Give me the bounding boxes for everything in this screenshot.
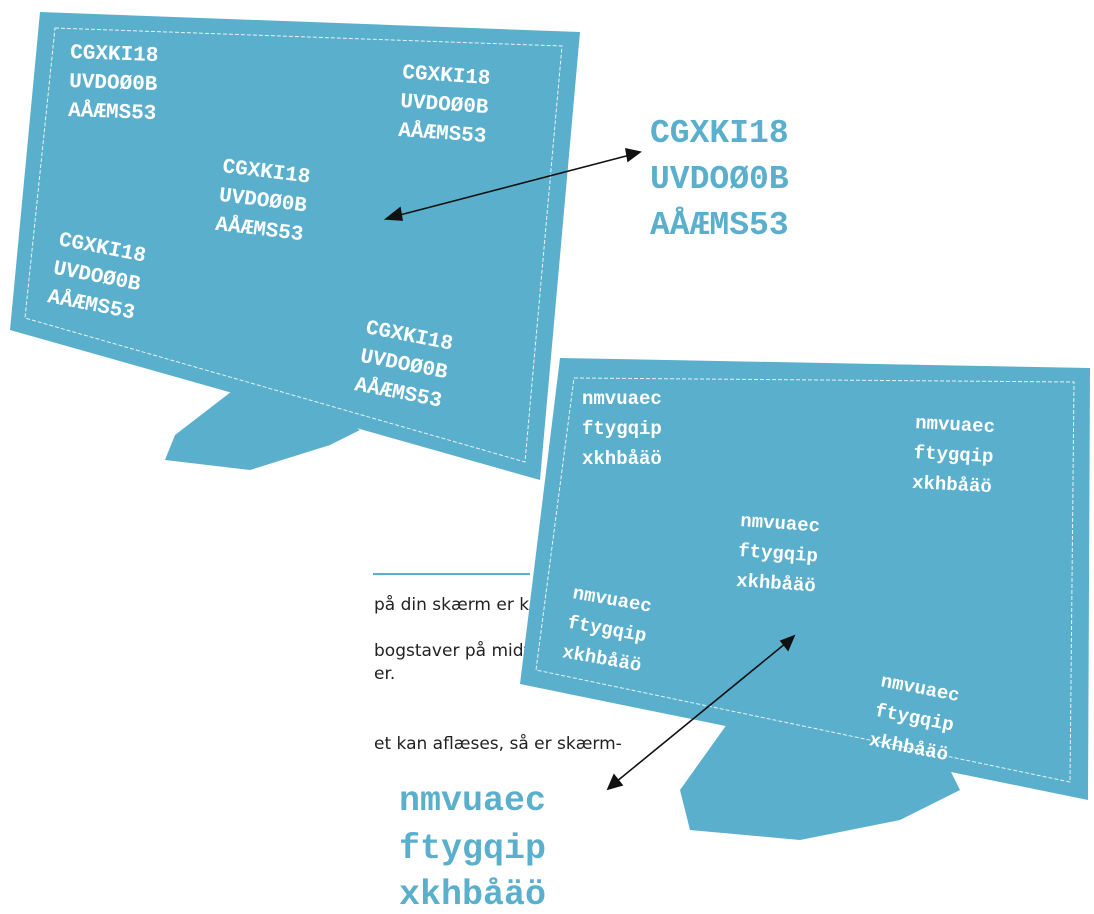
lowercase-block-bottom-right: nmvuaec ftygqip xkhbåäö [867,670,961,766]
uppercase-block-bottom-left: CGXKI18 UVDOØ0B AÅÆMS53 [46,229,148,325]
lowercase-block-top-left: nmvuaec ftygqip xkhbåäö [582,388,662,470]
screen-border [24,27,563,463]
arrow-uppercase [395,154,631,217]
body-text-line-3: er. [374,664,395,684]
uppercase-line-1: CGXKI18 [70,42,159,68]
uppercase-block-top-left: CGXKI18 UVDOØ0B AÅÆMS53 [68,42,159,126]
lowercase-block-top-right: nmvuaec ftygqip xkhbåäö [912,412,996,498]
monitor-body [520,358,1090,800]
callout-uppercase: CGXKI18 UVDOØ0B AÅÆMS53 [650,115,789,244]
callout-lowercase: nmvuaec ftygqip xkhbåäö [399,781,546,914]
lowercase-block-center: nmvuaec ftygqip xkhbåäö [735,510,820,597]
callout-uppercase-line-3: AÅÆMS53 [650,206,789,244]
monitor-body [10,12,580,480]
callout-uppercase-line-2: UVDOØ0B [650,161,789,198]
uppercase-block-center: CGXKI18 UVDOØ0B AÅÆMS53 [214,156,311,247]
lowercase-line-1: nmvuaec [915,412,996,438]
callout-lowercase-line-3: xkhbåäö [399,875,546,914]
arrow-lowercase [615,642,787,783]
arrows [383,147,796,791]
arrowhead-icon [779,634,796,652]
lowercase-line-1: nmvuaec [582,388,662,410]
arrowhead-icon [625,147,642,163]
callout-lowercase-line-2: ftygqip [399,829,546,869]
monitor-lowercase: nmvuaec ftygqip xkhbåäö nmvuaec ftygqip … [520,358,1090,840]
monitor-uppercase: CGXKI18 UVDOØ0B AÅÆMS53 CGXKI18 UVDOØ0B … [10,12,580,480]
uppercase-block-top-right: CGXKI18 UVDOØ0B AÅÆMS53 [397,62,491,149]
uppercase-block-bottom-right: CGXKI18 UVDOØ0B AÅÆMS53 [353,317,455,413]
screen-border [535,377,1075,783]
callout-uppercase-line-1: CGXKI18 [650,115,789,152]
uppercase-line-3: AÅÆMS53 [68,98,157,126]
lowercase-line-3: xkhbåäö [582,448,662,470]
lowercase-block-bottom-left: nmvuaec ftygqip xkhbåäö [561,582,654,677]
arrowhead-icon [606,773,624,791]
lowercase-line-3: xkhbåäö [912,472,993,498]
body-text-line-4: et kan aflæses, så er skærm- [374,733,622,754]
lowercase-line-2: ftygqip [582,418,662,440]
callout-lowercase-line-1: nmvuaec [399,781,546,821]
lowercase-line-2: ftygqip [913,442,994,468]
uppercase-line-2: UVDOØ0B [69,71,158,97]
arrowhead-icon [383,206,403,221]
